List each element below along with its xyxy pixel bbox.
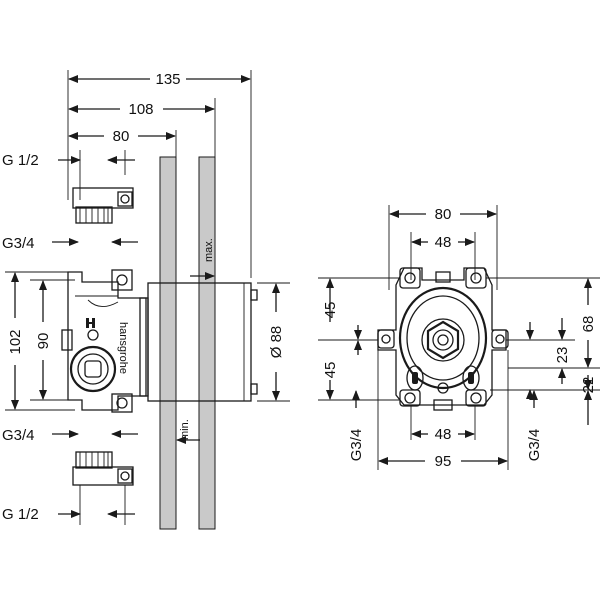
- thread-top-label: G 1/2: [2, 152, 39, 169]
- bottom-fitting: [72, 451, 134, 486]
- thread-left-label: G3/4: [348, 429, 365, 462]
- thread-lower-label: G3/4: [2, 427, 35, 444]
- max-label: max.: [203, 238, 215, 262]
- dim-48-bottom-label: 48: [435, 426, 452, 443]
- dim-22-label: 22: [580, 377, 597, 394]
- thread-bottom-label: G 1/2: [2, 506, 39, 523]
- dim-88-diameter-label: Ø 88: [268, 326, 285, 359]
- thread-upper-label: G3/4: [2, 235, 35, 252]
- dim-48-top-label: 48: [435, 234, 452, 251]
- wall-bar-max: [198, 156, 216, 530]
- wall-bar-min: [159, 156, 177, 530]
- dim-102-label: 102: [7, 329, 24, 354]
- housing-cylinder: [147, 282, 258, 402]
- dim-45-lower-label: 45: [322, 362, 339, 379]
- dim-80-front-label: 80: [435, 206, 452, 223]
- dim-108-label: 108: [128, 101, 153, 118]
- dim-95-label: 95: [435, 453, 452, 470]
- dim-23-label: 23: [554, 347, 571, 364]
- side-view: 135 108 80 G 1/2 G3/4: [2, 70, 290, 530]
- valve-body-side: hansgrohe: [61, 269, 149, 413]
- dim-45-upper-label: 45: [322, 302, 339, 319]
- valve-body-front: [377, 267, 509, 411]
- dim-80-side-label: 80: [113, 128, 130, 145]
- front-view: 80 48: [318, 205, 600, 470]
- min-label: min.: [179, 419, 191, 440]
- thread-right-label: G3/4: [526, 429, 543, 462]
- dim-90-label: 90: [35, 333, 52, 350]
- dim-135-label: 135: [155, 71, 180, 88]
- brand-logo: hansgrohe: [117, 322, 129, 374]
- dim-68-label: 68: [580, 316, 597, 333]
- top-fitting: [72, 187, 134, 224]
